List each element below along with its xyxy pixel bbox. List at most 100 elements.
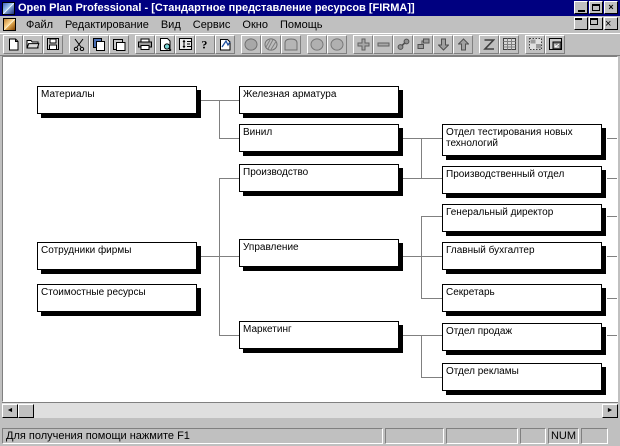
window-title: Open Plan Professional - [Стандартное пр…: [18, 2, 415, 14]
mdi-close-button[interactable]: ×: [604, 17, 618, 30]
step-icon[interactable]: [413, 34, 433, 54]
scroll-left-arrow-icon[interactable]: ◄: [2, 403, 18, 418]
edge-line: [399, 256, 421, 257]
edge-line: [219, 335, 239, 336]
copy-icon[interactable]: [89, 34, 109, 54]
mdi-minimize-button[interactable]: [574, 17, 588, 30]
open-folder-icon[interactable]: [23, 34, 43, 54]
edge-line: [197, 100, 219, 101]
menu-item-help[interactable]: Помощь: [279, 18, 323, 31]
svg-text:?: ?: [201, 38, 207, 51]
menu-item-file[interactable]: Файл: [26, 18, 54, 31]
plus-icon[interactable]: [353, 34, 373, 54]
ellipse-plain2-icon[interactable]: [327, 34, 347, 54]
resource-tree-canvas: Материалы Железная арматура Винил Отдел …: [3, 57, 617, 401]
tree-node-marketing[interactable]: Маркетинг: [239, 321, 399, 349]
tree-node-sekretar[interactable]: Секретарь: [442, 284, 602, 312]
status-panel-3: [446, 428, 518, 444]
menu-item-edit[interactable]: Редактирование: [65, 18, 149, 31]
ellipse-plain-icon[interactable]: [307, 34, 327, 54]
ellipse-pattern-icon[interactable]: [261, 34, 281, 54]
paste-icon[interactable]: [109, 34, 129, 54]
edge-line: [421, 138, 442, 139]
diagram-client-area[interactable]: Материалы Железная арматура Винил Отдел …: [2, 56, 618, 402]
edge-line: [219, 138, 239, 139]
edge-line: [421, 377, 442, 378]
mdi-restore-button[interactable]: [589, 17, 603, 30]
status-panel-4: [520, 428, 546, 444]
tree-node-stoimostnye-resursy[interactable]: Стоимостные ресурсы: [37, 284, 197, 312]
edge-line: [421, 256, 442, 257]
toolbar: ?: [0, 33, 620, 56]
tree-node-glavnyy-buhgalter[interactable]: Главный бухгалтер: [442, 242, 602, 270]
status-panel-2: [385, 428, 444, 444]
status-num-indicator: NUM: [548, 428, 579, 444]
minus-icon[interactable]: [373, 34, 393, 54]
tree-node-otdel-prodazh[interactable]: Отдел продаж: [442, 323, 602, 351]
context-help-icon[interactable]: [215, 34, 235, 54]
title-bar: Open Plan Professional - [Стандартное пр…: [0, 0, 620, 16]
scroll-right-arrow-icon[interactable]: ►: [602, 403, 618, 418]
edge-line: [607, 178, 617, 179]
zigzag-icon[interactable]: [479, 34, 499, 54]
tree-node-proizvodstvo[interactable]: Производство: [239, 164, 399, 192]
fullscreen-icon[interactable]: [545, 34, 565, 54]
layout-icon[interactable]: [525, 34, 545, 54]
menu-item-view[interactable]: Вид: [160, 18, 181, 31]
help-question-icon[interactable]: ?: [195, 34, 215, 54]
tree-node-upravlenie[interactable]: Управление: [239, 239, 399, 267]
scroll-right-glyph: ►: [606, 407, 614, 414]
scrollbar-thumb[interactable]: [18, 403, 34, 418]
scroll-left-glyph: ◄: [6, 407, 14, 414]
arrow-down-icon[interactable]: [433, 34, 453, 54]
tree-node-materialy[interactable]: Материалы: [37, 86, 197, 114]
window-controls: ×: [574, 1, 618, 14]
save-disk-icon[interactable]: [43, 34, 63, 54]
arrow-up-icon[interactable]: [453, 34, 473, 54]
horizontal-scrollbar[interactable]: ◄ ►: [2, 402, 618, 418]
close-button[interactable]: ×: [604, 1, 618, 14]
edge-line: [421, 335, 442, 336]
edge-line: [607, 298, 617, 299]
edge-line: [421, 138, 422, 178]
menu-item-window[interactable]: Окно: [242, 18, 268, 31]
ellipse-filled-icon[interactable]: [241, 34, 261, 54]
edge-line: [219, 100, 239, 101]
document-icon[interactable]: [3, 18, 16, 31]
tree-node-vinil[interactable]: Винил: [239, 124, 399, 152]
shape-rounded-icon[interactable]: [281, 34, 301, 54]
minimize-button[interactable]: [574, 1, 588, 14]
status-message: Для получения помощи нажмите F1: [2, 428, 383, 444]
status-bar: Для получения помощи нажмите F1 NUM: [0, 424, 620, 446]
scrollbar-track[interactable]: [18, 403, 602, 418]
edge-line: [219, 178, 239, 179]
menu-item-tools[interactable]: Сервис: [192, 18, 231, 31]
tree-node-otdel-testirovaniya[interactable]: Отдел тестирования новых технологий: [442, 124, 602, 156]
tree-node-zheleznaya-armatura[interactable]: Железная арматура: [239, 86, 399, 114]
sort-icon[interactable]: [175, 34, 195, 54]
grid-table-icon[interactable]: [499, 34, 519, 54]
print-preview-icon[interactable]: [155, 34, 175, 54]
edge-line: [219, 256, 239, 257]
tree-node-otdel-reklamy[interactable]: Отдел рекламы: [442, 363, 602, 391]
tree-node-proizvodstvennyy-otdel[interactable]: Производственный отдел: [442, 166, 602, 194]
edge-line: [607, 138, 617, 139]
edge-line: [421, 216, 422, 298]
edge-line: [399, 138, 421, 139]
open-plan-icon: [2, 1, 15, 15]
menu-bar: Файл Редактирование Вид Сервис Окно Помо…: [0, 16, 620, 34]
maximize-button[interactable]: [589, 1, 603, 14]
cut-scissors-icon[interactable]: [69, 34, 89, 54]
edge-line: [607, 216, 617, 217]
new-icon[interactable]: [3, 34, 23, 54]
edge-line: [197, 256, 219, 257]
edge-line: [421, 216, 442, 217]
edge-line: [219, 100, 220, 138]
edge-line: [421, 335, 422, 377]
mdi-child-controls: ×: [574, 17, 618, 30]
print-icon[interactable]: [135, 34, 155, 54]
tree-node-generalnyy-direktor[interactable]: Генеральный директор: [442, 204, 602, 232]
link-icon[interactable]: [393, 34, 413, 54]
tree-node-sotrudniki-firmy[interactable]: Сотрудники фирмы: [37, 242, 197, 270]
